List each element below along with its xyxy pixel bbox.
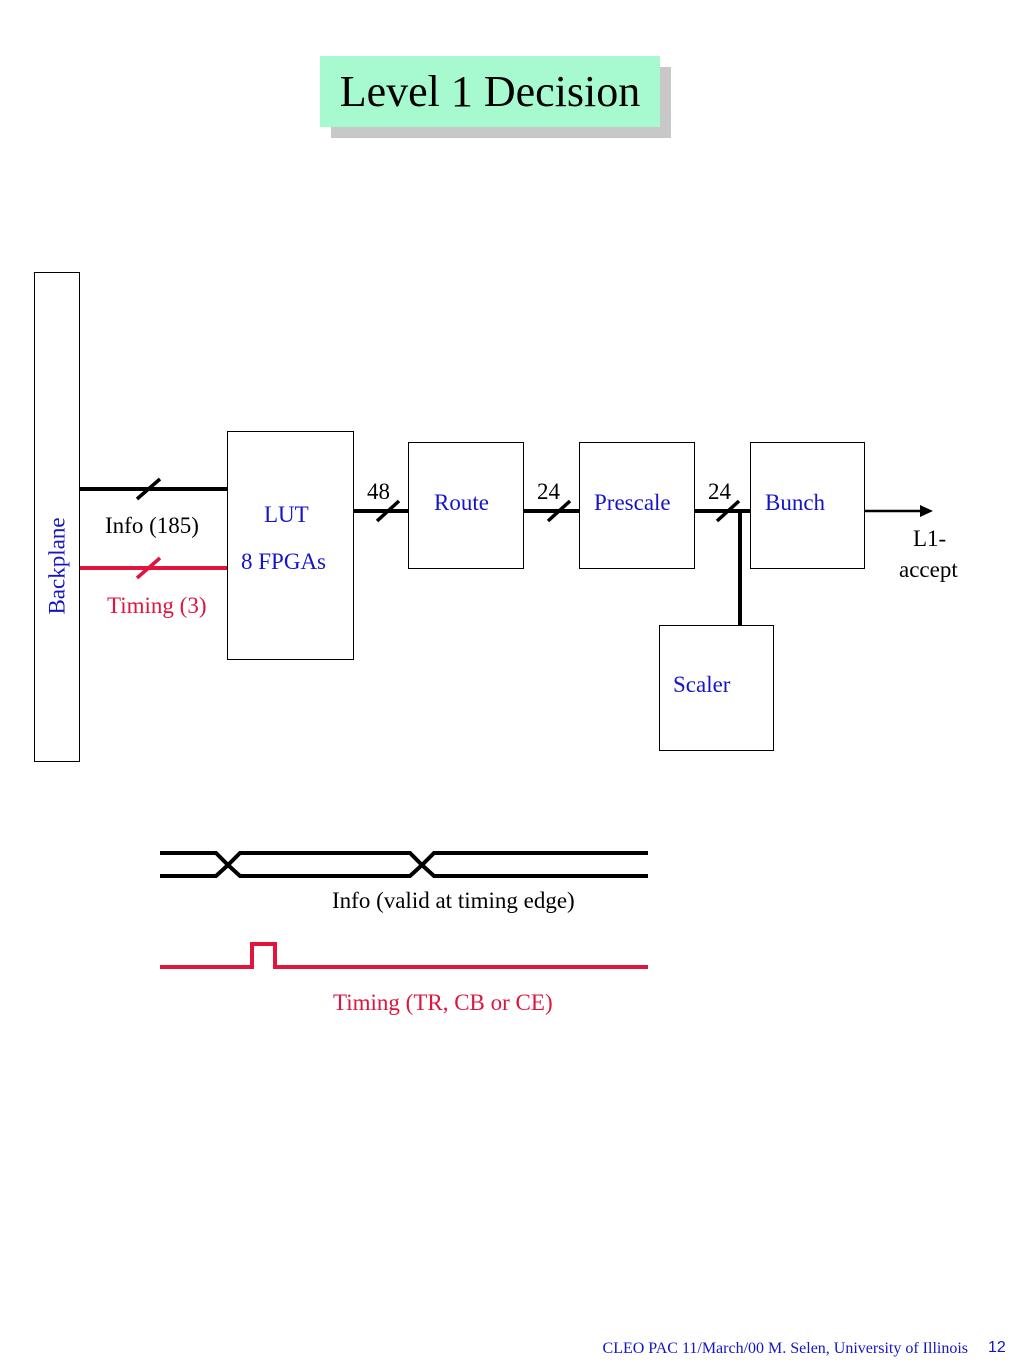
l1-accept-arrowhead — [920, 505, 933, 517]
scaler-block — [659, 625, 774, 751]
backplane-label: Backplane — [44, 517, 70, 615]
backplane-box — [34, 272, 80, 762]
timing-bus-label: Timing (3) — [107, 593, 207, 618]
bus-width-route-prescale: 24 — [537, 479, 560, 504]
bus-width-prescale-bunch: 24 — [708, 479, 731, 504]
lut-route-slash — [375, 499, 401, 523]
info-bus-label: Info (185) — [105, 513, 199, 538]
prescale-label: Prescale — [594, 490, 671, 515]
route-label: Route — [434, 490, 489, 515]
prescale-bunch-slash — [715, 499, 741, 523]
legend-timing-label: Timing (TR, CB or CE) — [333, 990, 553, 1015]
legend-info-label: Info (valid at timing edge) — [332, 888, 575, 913]
bus-width-lut-route: 48 — [367, 479, 390, 504]
lut-block — [227, 431, 354, 660]
l1-accept-label-line2: accept — [899, 557, 958, 582]
lut-fpga-count: 8 FPGAs — [241, 549, 327, 574]
legend-timing-waveform — [160, 942, 648, 969]
page-title: Level 1 Decision — [320, 56, 660, 127]
route-prescale-slash — [546, 499, 572, 523]
legend-info-waveform — [160, 851, 648, 878]
footer-credit: CLEO PAC 11/March/00 M. Selen, Universit… — [602, 1340, 968, 1357]
lut-label: LUT — [264, 502, 309, 527]
prescale-block — [579, 442, 695, 569]
bunch-label: Bunch — [765, 490, 826, 515]
timing-bus-slash — [135, 556, 162, 580]
info-bus-slash — [135, 477, 162, 501]
page-number: 12 — [988, 1339, 1006, 1356]
l1-accept-label-line1: L1- — [913, 526, 947, 551]
bunch-block — [750, 442, 865, 569]
scaler-label: Scaler — [673, 672, 731, 697]
route-block — [408, 442, 524, 569]
